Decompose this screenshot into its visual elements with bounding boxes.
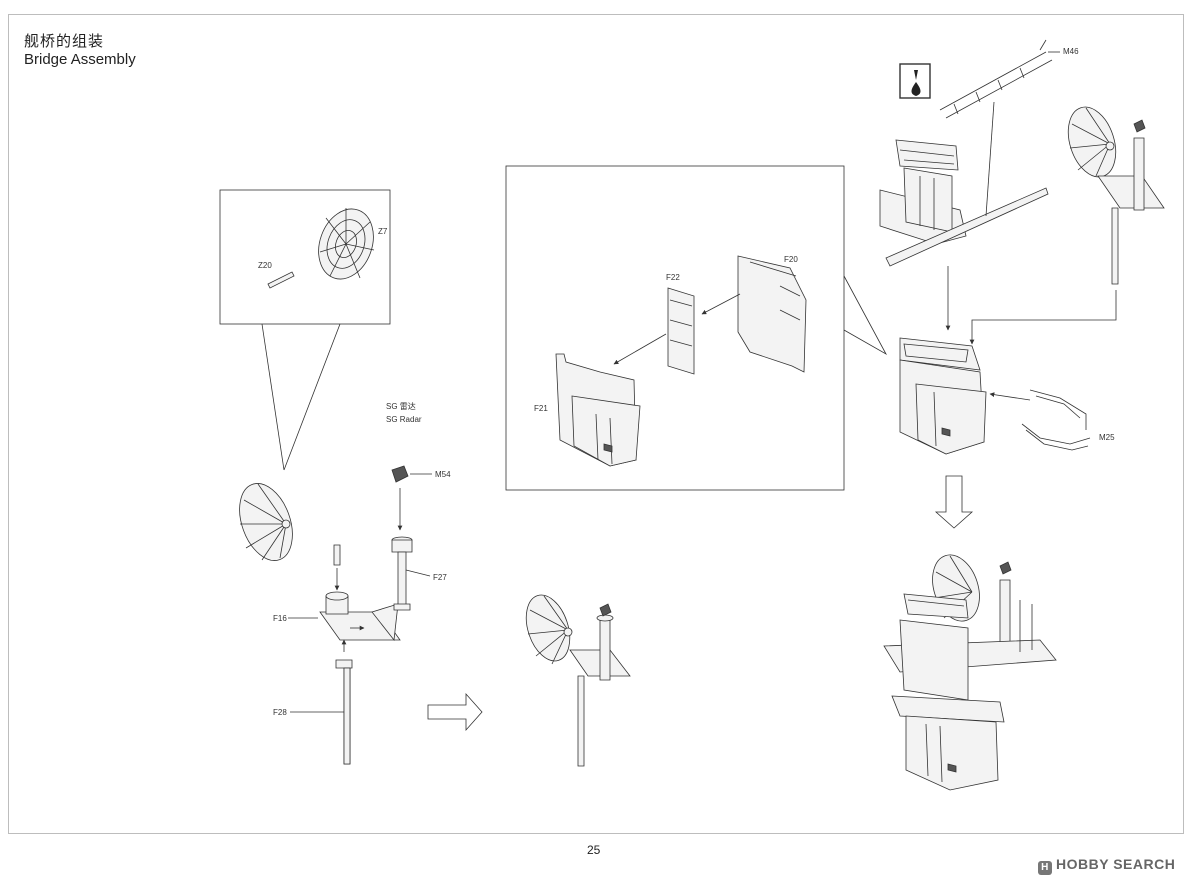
label-sg-radar-cn: SG 雷达 [386, 401, 416, 411]
label-sg-radar-en: SG Radar [386, 415, 422, 424]
page-border [8, 14, 1184, 834]
radar-pin-z20 [267, 271, 295, 289]
heading-chinese: 舰桥的组装 [24, 33, 105, 50]
bridge-detail-box: F20 F22 F21 [505, 165, 888, 491]
part-m25 [1021, 389, 1091, 451]
heading-english: Bridge Assembly [24, 51, 136, 68]
brand-name: HOBBY SEARCH [1056, 856, 1176, 872]
label-z20: Z20 [258, 261, 272, 270]
bridge-body [899, 337, 987, 455]
part-f16 [319, 591, 401, 642]
part-m54 [391, 465, 409, 483]
label-m46: M46 [1063, 47, 1079, 56]
glue-icon [899, 63, 931, 99]
radar-mast-result [525, 594, 631, 767]
label-z7: Z7 [378, 227, 388, 236]
part-f27 [391, 536, 413, 611]
radar-dish-large [239, 483, 293, 561]
arrow-right-icon [427, 692, 483, 732]
label-f21: F21 [534, 404, 548, 413]
label-m25: M25 [1099, 433, 1115, 442]
label-f27: F27 [433, 573, 447, 582]
label-f28: F28 [273, 708, 287, 717]
part-m46 [939, 39, 1053, 119]
label-f22: F22 [666, 273, 680, 282]
radar-dish-z7 [318, 208, 375, 280]
arrow-down-icon [934, 475, 974, 529]
bridge-top-assembly [879, 139, 1049, 267]
radar-detail-callout: Z7 Z20 [219, 189, 391, 471]
radar-mast-subassembly: F16 F28 SG 雷达 SG Radar M54 [239, 401, 451, 765]
hobby-search-watermark: H HOBBY SEARCH [1038, 856, 1175, 875]
radar-mast-top-right [1067, 106, 1165, 285]
part-f21 [555, 353, 641, 467]
part-f20 [737, 255, 807, 373]
label-f20: F20 [784, 255, 798, 264]
label-f16: F16 [273, 614, 287, 623]
label-m54: M54 [435, 470, 451, 479]
bridge-final-assembly [883, 554, 1057, 791]
hobby-search-logo-icon: H [1038, 861, 1052, 875]
page-number: 25 [587, 843, 601, 857]
part-f22 [667, 287, 695, 375]
